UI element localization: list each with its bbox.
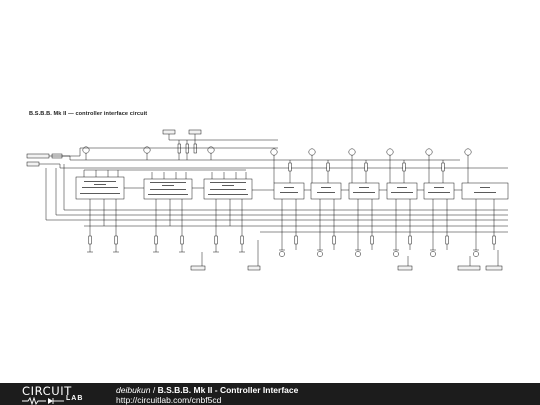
project-title[interactable]: B.S.B.B. Mk II - Controller Interface: [157, 385, 299, 395]
top-resistors: [177, 140, 197, 160]
logo-wordmark-top: CIRCUIT: [22, 384, 72, 398]
project-url[interactable]: http://circuitlab.com/cnbf5cd: [116, 395, 222, 405]
top-bus-wires: [39, 134, 508, 221]
bottom-resistors: [88, 226, 496, 252]
ic-block-text-lines: [80, 181, 496, 195]
circuitlab-logo[interactable]: CIRCUIT LAB: [22, 384, 94, 405]
author-name[interactable]: deibukun: [116, 385, 151, 395]
logo-wire-icon: [22, 397, 64, 405]
footer-bar: CIRCUIT LAB deibukun / B.S.B.B. Mk II - …: [0, 383, 540, 405]
logo-wordmark-bottom: LAB: [66, 395, 84, 402]
project-byline: deibukun / B.S.B.B. Mk II - Controller I…: [116, 385, 298, 395]
output-labels: [190, 240, 503, 271]
right-channel-wires: [84, 155, 508, 250]
byline-separator: /: [150, 385, 158, 395]
voltage-sources: [82, 146, 472, 160]
schematic-canvas: B.S.B.B. Mk II — controller interface ci…: [26, 111, 509, 271]
schematic-title: B.S.B.B. Mk II — controller interface ci…: [29, 111, 148, 117]
ic-pin-wires: [83, 169, 462, 226]
lower-nodes: [279, 251, 479, 257]
schematic-diagram: [26, 129, 509, 271]
ground-symbols: [87, 249, 479, 253]
